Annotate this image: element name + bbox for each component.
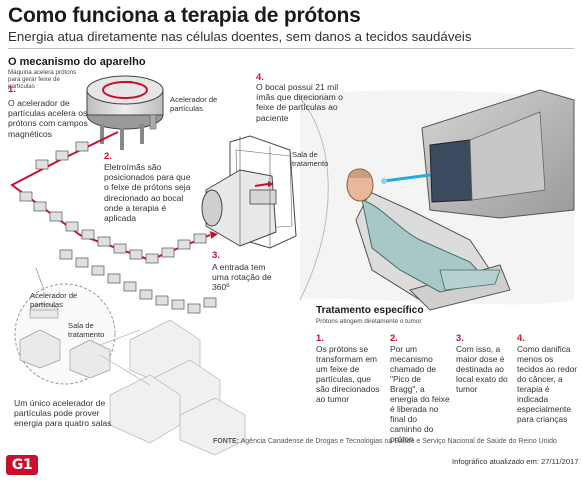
mechanism-subtitle: Máquina acelera prótons para gerar feixe… [8,69,77,90]
treatment-room-label: Sala de tratamento [292,150,329,168]
facility-accelerator-label: Acelerador de partículas [30,291,78,309]
treatment-subtitle: Prótons atingem diretamente o tumor [316,318,422,325]
particle-accelerator [86,75,164,150]
step-1-number: 1. [8,84,16,95]
source-text: Agência Canadense de Drogas e Tecnologia… [240,438,557,445]
treatment-item: 3. Com isso, a maior dose é destinada ao… [456,332,512,394]
source-note: FONTE: Agência Canadense de Drogas e Tec… [213,438,575,445]
source-label: FONTE: [213,438,240,445]
treatment-item-text: Como danifica menos os tecidos ao redor … [517,344,578,424]
g1-logo: G1 [6,455,38,475]
treatment-item-number: 4. [517,332,525,343]
treatment-item-number: 3. [456,332,464,343]
update-credit: Infográfico atualizado em: 27/11/2017 [452,457,579,466]
page-subtitle: Energia atua diretamente nas células doe… [8,29,472,44]
treatment-item-text: Por um mecanismo chamado de "Pico de Bra… [390,344,450,444]
step-3-text: A entrada tem uma rotação de 360º [212,262,272,293]
header-divider [8,48,574,49]
beam-target [381,178,387,184]
treatment-item: 1. Os prótons se transformam em um feixe… [316,332,380,404]
beamline-magnets [19,141,217,314]
step-2-number: 2. [104,151,112,162]
step-4-text: O bocal possui 21 mil ímãs que direciona… [256,82,343,123]
treatment-item-text: Os prótons se transformam em um feixe de… [316,344,380,404]
page-title: Como funciona a terapia de prótons [8,4,361,27]
treatment-item: 4. Como danifica menos os tecidos ao red… [517,332,579,424]
treatment-nozzle [421,89,575,219]
accelerator-label: Acelerador de partículas [170,95,218,113]
step-1-text: O acelerador de partículas acelera os pr… [8,98,88,139]
step-3-number: 3. [212,250,220,261]
facility-room-label: Sala de tratamento [68,321,105,339]
mechanism-title: O mecanismo do aparelho [8,56,146,68]
step-2-text: Eletroímãs são posicionados para que o f… [104,162,191,224]
patient-illustration [346,168,511,311]
facility-overview [14,267,246,456]
treatment-title: Tratamento específico [316,305,424,316]
treatment-item-text: Com isso, a maior dose é destinada ao lo… [456,344,508,394]
facility-caption: Um único acelerador de partículas pode p… [14,398,112,429]
treatment-item-number: 2. [390,332,398,343]
proton-beam [383,173,431,183]
treatment-item: 2. Por um mecanismo chamado de "Pico de … [390,332,450,444]
treatment-item-number: 1. [316,332,324,343]
step-4-number: 4. [256,72,264,83]
gantry [201,135,297,249]
